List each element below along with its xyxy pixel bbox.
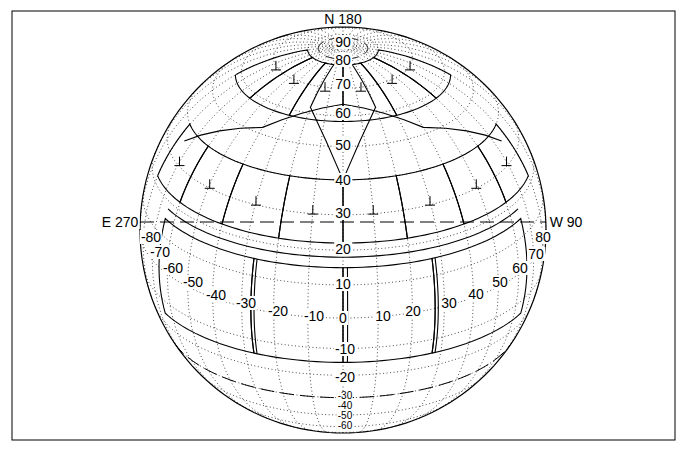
axis-label: -50 <box>182 275 204 289</box>
axis-label: 40 <box>467 287 485 301</box>
axis-label: -30 <box>337 391 353 401</box>
axis-label: 70 <box>334 77 352 91</box>
panel-outline <box>251 258 343 362</box>
panel-outline <box>343 176 407 243</box>
axis-label: 40 <box>334 173 352 187</box>
axis-label: -60 <box>337 421 353 431</box>
tick-symbol <box>289 74 299 83</box>
panel-outline <box>443 146 506 224</box>
panel-outline <box>343 258 435 362</box>
detector-panels <box>158 50 529 363</box>
sphere-outline <box>140 27 546 433</box>
axis-label: -30 <box>235 296 257 310</box>
axis-label: 50 <box>334 138 352 152</box>
axis-label: 60 <box>334 106 352 120</box>
tick-symbol <box>356 82 366 91</box>
tick-symbol <box>502 157 512 166</box>
panel-outline <box>396 164 464 238</box>
panel-outline <box>180 146 243 224</box>
axis-label: -40 <box>205 288 227 302</box>
panel-outline <box>478 124 529 202</box>
axis-label: 60 <box>511 261 529 275</box>
graticule <box>140 27 546 433</box>
tick-symbol <box>251 196 261 205</box>
tick-symbol <box>368 205 378 214</box>
axis-label: 90 <box>334 35 352 49</box>
tick-symbol <box>308 205 318 214</box>
axis-label: 20 <box>404 304 422 318</box>
axis-label: -20 <box>267 304 289 318</box>
axis-label: -60 <box>162 261 184 275</box>
axis-label: -10 <box>303 309 325 323</box>
axis-label: 10 <box>334 277 352 291</box>
panel-outline <box>343 104 502 141</box>
axis-label: 80 <box>534 230 552 244</box>
axis-label: 0 <box>338 311 348 325</box>
panel-outline <box>250 58 326 116</box>
dashed-curves <box>140 38 546 398</box>
panel-outline <box>184 104 343 141</box>
axis-label: 30 <box>440 296 458 310</box>
horizon-line <box>140 222 546 223</box>
panel-outline <box>158 124 209 202</box>
tick-symbol <box>320 82 330 91</box>
frame <box>12 11 675 440</box>
tick-symbol <box>205 179 215 188</box>
panel-outline <box>159 219 254 354</box>
tick-symbol <box>174 157 184 166</box>
axis-label: 10 <box>374 309 392 323</box>
axis-label: 80 <box>334 53 352 67</box>
axis-label: -10 <box>334 342 356 356</box>
panel-outline <box>374 50 451 98</box>
dashed-circle <box>174 343 512 398</box>
axis-label: -80 <box>140 230 162 244</box>
axis-label: -70 <box>149 245 171 259</box>
tick-symbol <box>425 196 435 205</box>
axis-label: -20 <box>334 370 356 384</box>
axis-label: 50 <box>491 275 509 289</box>
axis-label: W 90 <box>549 215 584 229</box>
axis-label: -50 <box>337 411 353 421</box>
tick-symbol <box>271 61 281 70</box>
axis-label: 20 <box>334 242 352 256</box>
tick-symbol <box>387 74 397 83</box>
axis-label: N 180 <box>323 12 362 26</box>
panel-outline <box>361 58 437 116</box>
tick-symbol <box>405 61 415 70</box>
panel-outline <box>235 50 312 98</box>
panel-outline <box>435 258 438 353</box>
grid-lines <box>140 27 546 433</box>
tick-symbol <box>471 179 481 188</box>
panel-outline <box>432 219 527 354</box>
axis-label: 30 <box>334 206 352 220</box>
axis-label: 70 <box>527 247 545 261</box>
axis-label: E 270 <box>101 215 140 229</box>
axis-label: -40 <box>337 401 353 411</box>
